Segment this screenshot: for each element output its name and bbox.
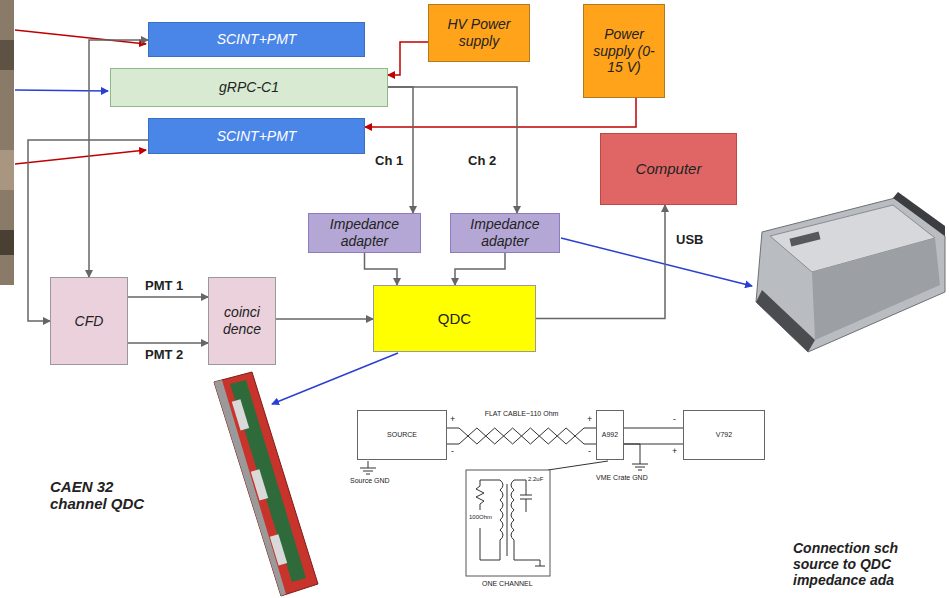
power-box: HV Power supply (428, 4, 530, 62)
resistor-symbol (476, 480, 484, 510)
node-text: gRPC-C1 (219, 79, 279, 96)
connector (276, 318, 373, 320)
edge-label: USB (674, 232, 705, 247)
board (214, 372, 318, 596)
channel-schematic (466, 470, 550, 576)
pin-sign: + (587, 414, 592, 424)
caption-label: CAEN 32 channel QDC (50, 478, 165, 512)
pin-sign: + (672, 446, 677, 456)
node-text: coinci dence (213, 304, 271, 338)
node-text: Impedance adapter (313, 216, 416, 250)
photo-strip (0, 0, 14, 285)
photo-arrow (15, 30, 146, 44)
node-text: HV Power supply (433, 16, 525, 50)
connector (455, 253, 505, 285)
node-text: A992 (602, 431, 618, 439)
connector (365, 253, 398, 285)
connector (447, 428, 596, 444)
power-box: Power supply (0-15 V) (583, 4, 665, 98)
photo-detail (0, 230, 14, 255)
computer-box: Computer (600, 133, 737, 205)
adapter-box: Impedance adapter (308, 213, 421, 253)
component-value: 2.2uF (528, 476, 543, 482)
transformer-core (507, 484, 508, 556)
photo-arrow (15, 150, 146, 164)
module-box: QDC (373, 285, 536, 352)
leader-line (548, 461, 608, 470)
module-box: coinci dence (208, 277, 276, 365)
module-box: CFD (50, 277, 128, 365)
node-text: Power supply (0-15 V) (588, 26, 660, 76)
adapter-body (756, 198, 945, 352)
leader-line (561, 238, 752, 286)
pin-sign: + (450, 414, 455, 424)
board-panel (214, 380, 286, 596)
schematic-box: SOURCE (357, 410, 447, 460)
ground-symbol (624, 444, 648, 470)
wire (480, 480, 500, 560)
transformer-coil (500, 480, 503, 560)
pin-sign: - (451, 446, 454, 456)
pin-sign: - (673, 414, 676, 424)
photo-detail (0, 150, 14, 190)
transformer-coil (511, 480, 514, 560)
node-text: QDC (438, 310, 471, 328)
edge-label: FLAT CABLE~110 Ohm (483, 410, 561, 417)
adapter-logo (789, 231, 820, 246)
connector (128, 342, 208, 344)
node-text: SCINT+PMT (217, 31, 297, 48)
adapter-box: Impedance adapter (450, 213, 560, 253)
node-text: SCINT+PMT (217, 128, 297, 145)
pin-sign: - (588, 446, 591, 456)
ground-symbol (360, 461, 376, 474)
inset-label: ONE CHANNEL (482, 580, 533, 587)
schematic-box: V792 (683, 410, 765, 460)
connector (388, 87, 413, 213)
ground-label: Source GND (350, 477, 390, 484)
connector (624, 428, 683, 444)
component-value: 100Ohm (469, 514, 492, 520)
photo-detail (0, 40, 14, 70)
node-text: SOURCE (387, 431, 417, 439)
photo-arrow (15, 90, 108, 91)
capacitor-symbol (514, 480, 545, 566)
edge-label: PMT 1 (143, 278, 185, 293)
detector-box: SCINT+PMT (148, 118, 365, 154)
qdc-board-photo (214, 372, 318, 596)
schematic-box: A992 (596, 410, 624, 460)
connector (365, 98, 636, 127)
node-text: CFD (75, 313, 104, 330)
node-text: Computer (636, 160, 702, 178)
caption-label: Connection sch source to QDC impedance a… (793, 540, 908, 588)
edge-label: Ch 2 (466, 153, 498, 168)
detector-box: SCINT+PMT (148, 22, 365, 57)
connector (128, 296, 208, 298)
connector (388, 42, 428, 75)
adapter-side (812, 238, 940, 340)
edge-label: PMT 2 (143, 347, 185, 362)
edge-label: Ch 1 (373, 153, 405, 168)
adapter-connector (756, 290, 815, 352)
detector-box: gRPC-C1 (110, 68, 388, 107)
adapter-connector (893, 192, 945, 236)
inset-frame (466, 470, 550, 576)
node-text: Impedance adapter (455, 216, 555, 250)
connector (388, 87, 517, 213)
ground-label: VME Crate GND (596, 474, 648, 481)
leader-line (272, 353, 398, 404)
node-text: V792 (716, 431, 732, 439)
adapter-photo (756, 192, 945, 352)
